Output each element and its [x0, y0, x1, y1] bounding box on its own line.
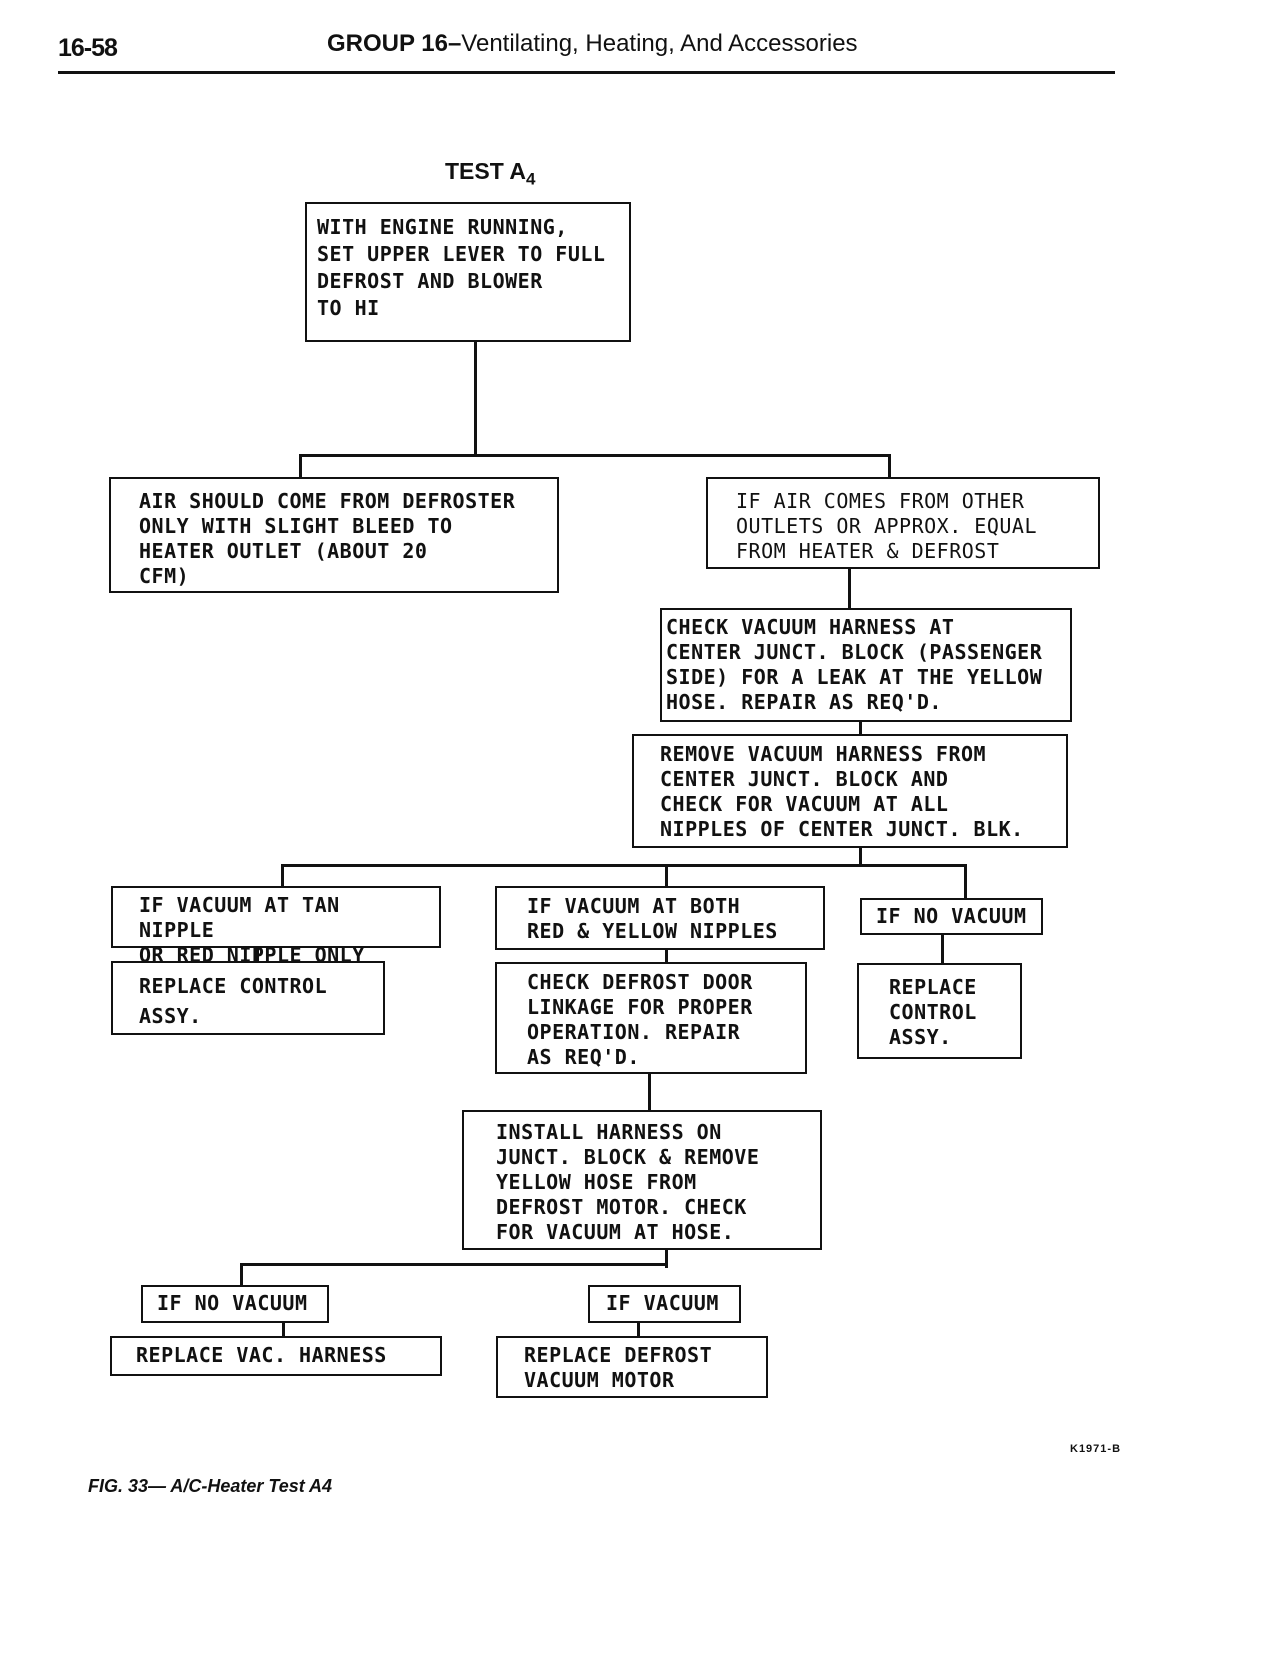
node-start: WITH ENGINE RUNNING, SET UPPER LEVER TO … [305, 202, 631, 342]
figure-code: K1971-B [1070, 1443, 1122, 1455]
header-subject: Ventilating, Heating, And Accessories [461, 30, 858, 57]
node-air-defroster: AIR SHOULD COME FROM DEFROSTER ONLY WITH… [109, 477, 559, 593]
connector-split-1-bar [299, 454, 891, 457]
node-check-harness: CHECK VACUUM HARNESS AT CENTER JUNCT. BL… [660, 608, 1072, 722]
connector-novac-to-replace [941, 933, 944, 965]
connector-split-3-bar [240, 1263, 668, 1266]
connector-novac2-to-harness [282, 1322, 285, 1338]
connector-remove-down [859, 846, 862, 866]
node-replace-control-1: REPLACE CONTROL ASSY. [111, 961, 385, 1035]
header-group: GROUP 16– [327, 30, 462, 57]
node-replace-control-2: REPLACE CONTROL ASSY. [857, 963, 1022, 1059]
connector-start-down [474, 341, 477, 455]
node-air-other: IF AIR COMES FROM OTHER OUTLETS OR APPRO… [706, 477, 1100, 569]
connector-split-2-left [281, 864, 284, 888]
figure-caption: FIG. 33— A/C-Heater Test A4 [88, 1476, 333, 1496]
page-number: 16-58 [58, 34, 118, 62]
test-title: TEST A4 [445, 158, 535, 190]
node-replace-harness: REPLACE VAC. HARNESS [110, 1336, 442, 1376]
connector-split-1-left [299, 454, 302, 479]
connector-split-2-mid [665, 864, 668, 888]
connector-door-to-install [648, 1072, 651, 1112]
connector-other-to-check [848, 568, 851, 610]
test-title-text: TEST A [445, 158, 526, 184]
connector-split-2-bar [281, 864, 967, 867]
connector-check-to-remove [859, 720, 862, 736]
connector-split-2-right [964, 864, 967, 900]
connector-vac-to-motor [637, 1322, 640, 1338]
node-no-vac-2: IF NO VACUUM [141, 1285, 329, 1323]
connector-both-to-check [665, 948, 668, 964]
node-replace-motor: REPLACE DEFROST VACUUM MOTOR [496, 1336, 768, 1398]
node-remove-harness: REMOVE VACUUM HARNESS FROM CENTER JUNCT.… [632, 734, 1068, 848]
page-header: GROUP 16–Ventilating, Heating, And Acces… [327, 30, 858, 58]
node-install-harness: INSTALL HARNESS ON JUNCT. BLOCK & REMOVE… [462, 1110, 822, 1250]
header-rule [58, 71, 1115, 74]
connector-install-down [665, 1248, 668, 1268]
node-vac-both: IF VACUUM AT BOTH RED & YELLOW NIPPLES [495, 886, 825, 950]
node-vac-yes: IF VACUUM [588, 1285, 741, 1323]
node-no-vac-1: IF NO VACUUM [860, 898, 1043, 935]
connector-tan-to-replace [256, 946, 259, 963]
test-title-subscript: 4 [525, 169, 536, 189]
connector-split-1-right [888, 454, 891, 479]
connector-split-3-left [240, 1263, 243, 1287]
node-vac-tan-red: IF VACUUM AT TAN NIPPLE OR RED NIPPLE ON… [111, 886, 441, 967]
node-check-door: CHECK DEFROST DOOR LINKAGE FOR PROPER OP… [495, 962, 807, 1074]
